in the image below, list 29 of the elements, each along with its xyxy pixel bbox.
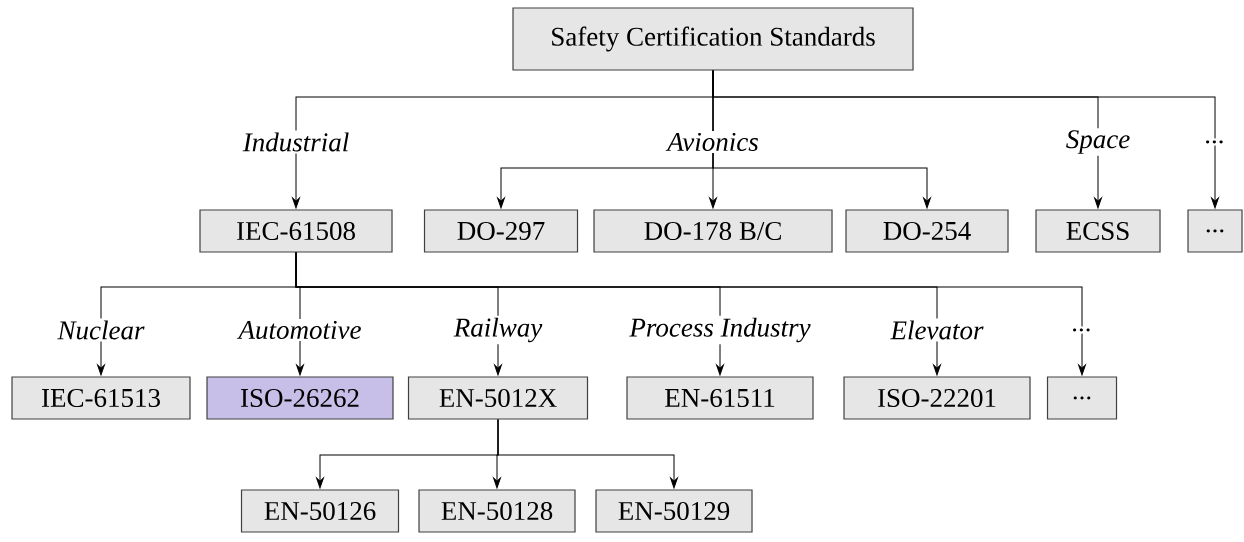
- arrow: [295, 252, 1086, 376]
- edge-label: Nuclear: [55, 318, 147, 342]
- edge-label: Industrial: [240, 130, 352, 154]
- standard-box: IEC-61508: [199, 209, 393, 253]
- standard-box: ...: [1187, 209, 1243, 253]
- standard-box: DO-178 B/C: [593, 209, 833, 253]
- edge-label: ...: [1069, 326, 1095, 334]
- standard-box: EN-50128: [418, 489, 576, 533]
- arrow: [712, 70, 1219, 209]
- standard-box: IEC-61513: [11, 376, 191, 420]
- standard-box: ...: [1046, 376, 1118, 420]
- edge-label: Elevator: [888, 318, 986, 342]
- edge-label: Automotive: [236, 318, 364, 342]
- edge-label: ...: [1202, 138, 1228, 146]
- standard-box: EN-61511: [626, 376, 814, 420]
- standard-box: ECSS: [1035, 209, 1161, 253]
- standard-box: ISO-22201: [843, 376, 1031, 420]
- standard-box: EN-5012X: [407, 376, 589, 420]
- highlighted-standard-box: ISO-26262: [206, 376, 394, 420]
- arrow: [497, 419, 678, 489]
- standard-box: DO-254: [845, 209, 1009, 253]
- edge-label: Avionics: [665, 130, 761, 154]
- title-box: Safety Certification Standards: [512, 7, 914, 71]
- standard-box: EN-50126: [240, 489, 400, 533]
- edge-label: Railway: [451, 315, 545, 345]
- standard-box: DO-297: [423, 209, 579, 253]
- edge-label: Space: [1063, 128, 1133, 156]
- edge-label: Process Industry: [627, 315, 813, 345]
- standard-box: EN-50129: [595, 489, 753, 533]
